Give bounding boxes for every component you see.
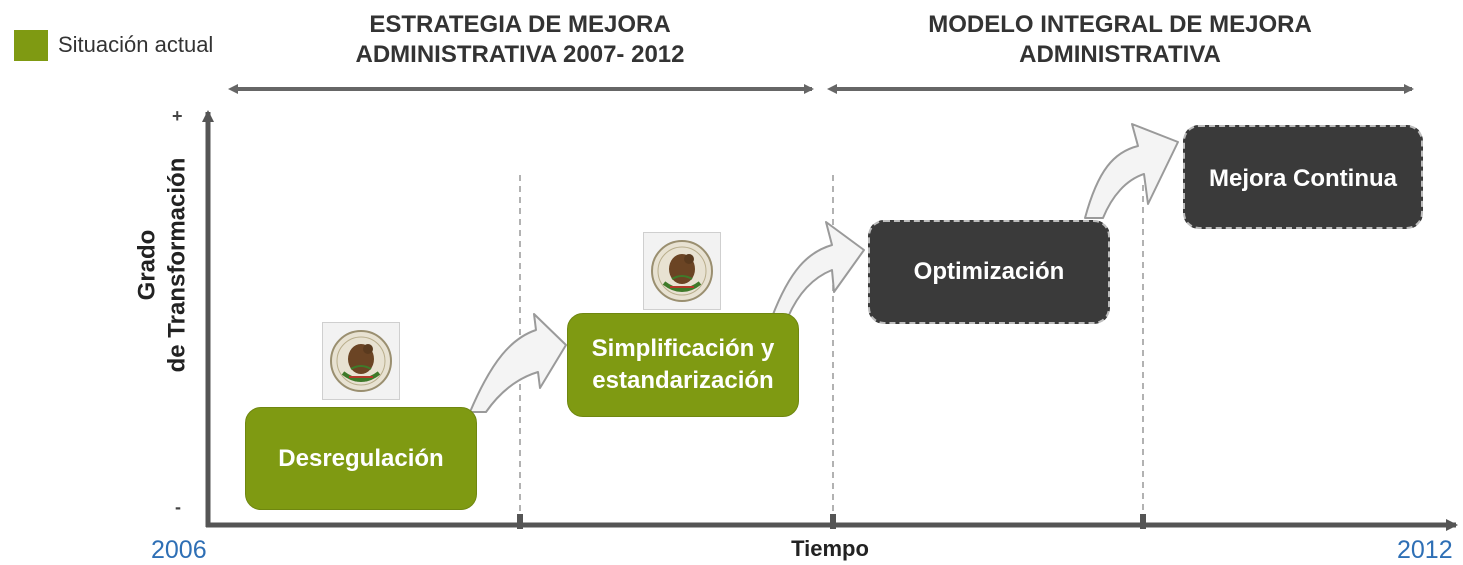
stage-desregulacion: Desregulación — [245, 407, 477, 510]
stage-simplificacion: Simplificación y estandarización — [567, 313, 799, 417]
x-tick — [1140, 514, 1146, 529]
phase-2-title-line2: ADMINISTRATIVA — [1019, 41, 1221, 68]
y-axis-title: Grado de Transformación — [32, 120, 292, 410]
stage-label: Desregulación — [278, 444, 444, 472]
coat-of-arms-icon — [322, 322, 400, 400]
x-axis-title: Tiempo — [791, 536, 869, 561]
phase-1-title: ESTRATEGIA DE MEJORA ADMINISTRATIVA 2007… — [310, 10, 730, 70]
y-axis-min-marker: - — [175, 497, 181, 517]
phase-2-title: MODELO INTEGRAL DE MEJORA ADMINISTRATIVA — [860, 10, 1380, 70]
stage-label-line1: Simplificación y — [591, 335, 775, 362]
y-axis-title-line2: de Transformación — [162, 157, 190, 373]
stage-label: Mejora Continua — [1208, 165, 1397, 192]
x-tick — [830, 514, 836, 529]
phase-1-title-line2: ADMINISTRATIVA 2007- 2012 — [355, 41, 685, 68]
x-axis-start-year: 2006 — [151, 536, 207, 564]
coat-of-arms-icon — [643, 232, 721, 310]
x-axis-end-year: 2012 — [1397, 536, 1453, 564]
legend-label: Situación actual — [58, 32, 214, 57]
stage-label-line2: estandarización — [592, 367, 774, 394]
y-axis-title-line1: Grado — [132, 229, 160, 301]
legend-swatch — [14, 30, 48, 61]
y-axis-max-marker: + — [172, 106, 183, 126]
stage-optimizacion: Optimización — [868, 220, 1110, 324]
phase-1-title-line1: ESTRATEGIA DE MEJORA — [369, 11, 671, 38]
x-tick — [517, 514, 523, 529]
stage-label: Optimización — [913, 258, 1065, 285]
connector-arrow — [771, 221, 865, 318]
connector-arrow — [1084, 123, 1179, 219]
stage-mejora-continua: Mejora Continua — [1183, 125, 1423, 229]
phase-2-title-line1: MODELO INTEGRAL DE MEJORA — [928, 11, 1312, 38]
connector-arrow — [469, 313, 567, 413]
